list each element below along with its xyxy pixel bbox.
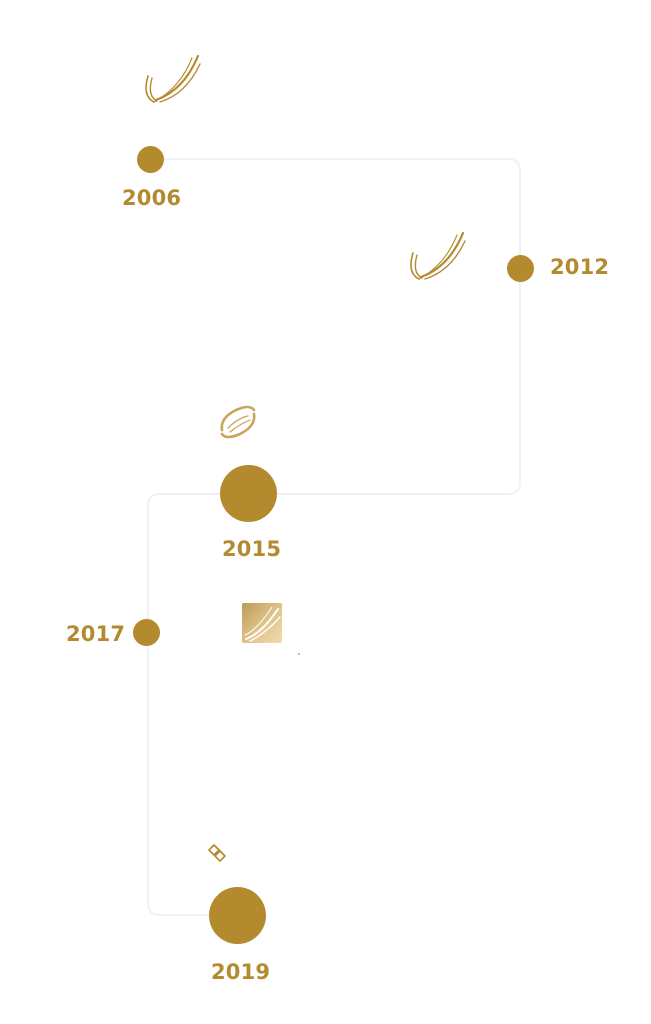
milestone-2017-year: 2017 — [66, 622, 126, 646]
milestone-2012-logo — [404, 229, 470, 285]
milestone-2019-year: 2019 — [211, 960, 271, 984]
milestone-2015-logo — [216, 400, 260, 444]
milestone-2017-logo — [242, 603, 282, 643]
milestone-2006-year: 2006 — [122, 186, 182, 210]
milestone-2015-year: 2015 — [222, 537, 282, 561]
milestone-2015-dot — [220, 465, 277, 522]
diamond-link-logo-icon — [208, 844, 226, 862]
milestone-2019-logo — [206, 842, 228, 864]
milestone-2006-dot — [137, 146, 164, 173]
milestone-2019-dot — [209, 887, 266, 944]
swoosh-logo-icon — [145, 54, 201, 103]
square-swoosh-logo-icon — [242, 603, 282, 643]
tiny-mark — [298, 653, 300, 655]
milestone-2006-logo — [140, 52, 204, 108]
milestone-2012-year: 2012 — [550, 255, 610, 279]
milestone-2017-dot — [133, 619, 160, 646]
milestone-2012-dot — [507, 255, 534, 282]
loop-logo-icon — [220, 405, 256, 439]
swoosh-logo-icon — [410, 231, 466, 280]
